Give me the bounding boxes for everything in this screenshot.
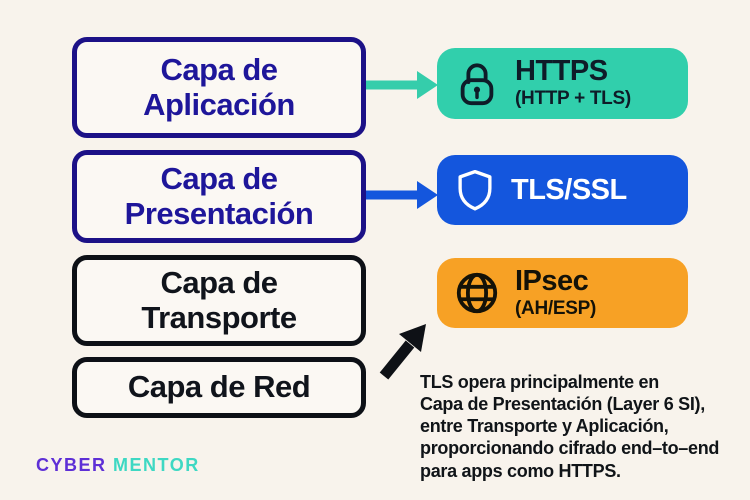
cyber-mentor-logo: CYBER MENTOR	[36, 455, 200, 476]
protocol-badge-ipsec: IPsec (AH/ESP)	[437, 258, 688, 328]
layer-label-line: Capa de	[160, 264, 278, 300]
logo-part-mentor: MENTOR	[113, 455, 200, 475]
layer-box-presentacion: Capa de Presentación	[72, 150, 366, 243]
layer-label-line: Aplicación	[143, 86, 295, 122]
note-text: TLS opera principalmente en Capa de Pres…	[420, 372, 720, 481]
black-diagonal-arrow-icon	[379, 324, 426, 380]
lock-icon	[454, 61, 500, 107]
layer-label-line: Capa de	[160, 160, 278, 196]
protocol-badge-tls-ssl: TLS/SSL	[437, 155, 688, 225]
badge-title: HTTPS	[515, 55, 608, 88]
badge-subtitle: (HTTP + TLS)	[515, 88, 631, 110]
layer-box-aplicacion: Capa de Aplicación	[72, 37, 366, 138]
layer-label-line: Capa de Red	[127, 369, 311, 405]
logo-part-cyber: CYBER	[36, 455, 107, 475]
layer-label-line: Capa de	[160, 51, 278, 87]
layer-box-transporte: Capa de Transporte	[72, 255, 366, 346]
protocol-badge-https: HTTPS (HTTP + TLS)	[437, 48, 688, 119]
teal-arrow-icon	[366, 71, 438, 99]
badge-title: TLS/SSL	[511, 173, 627, 206]
badge-title: IPsec	[515, 264, 589, 297]
badge-text: IPsec (AH/ESP)	[515, 264, 596, 320]
badge-text: HTTPS (HTTP + TLS)	[515, 57, 631, 110]
layer-label-line: Presentación	[124, 195, 314, 231]
badge-subtitle: (AH/ESP)	[515, 297, 596, 319]
shield-icon	[454, 168, 496, 212]
globe-icon	[454, 270, 500, 316]
badge-text: TLS/SSL	[511, 173, 627, 206]
layer-label-line: Transporte	[141, 299, 297, 335]
blue-arrow-icon	[366, 181, 438, 209]
layer-box-red: Capa de Red	[72, 357, 366, 418]
